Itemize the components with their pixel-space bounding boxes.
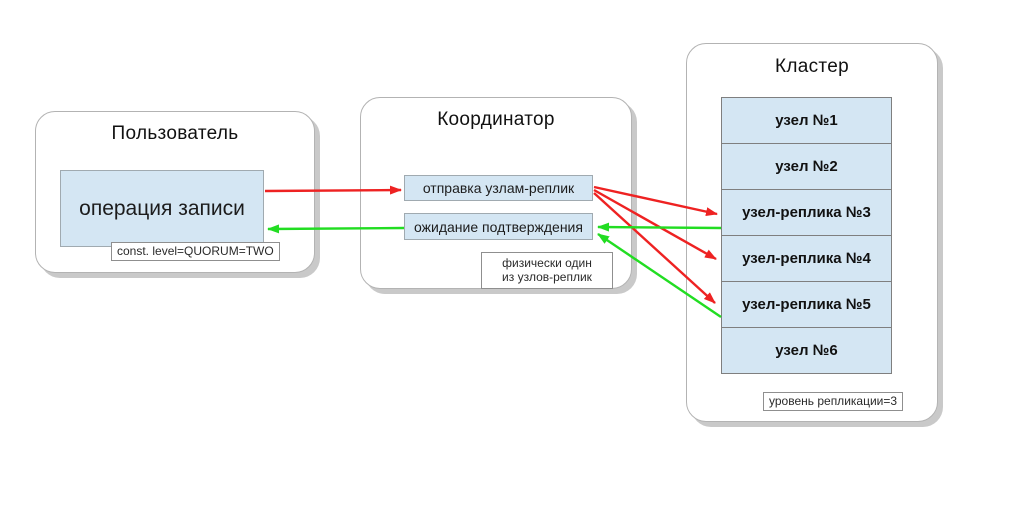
- cluster-node-1-label: узел №1: [775, 112, 838, 129]
- cluster-panel-title: Кластер: [775, 56, 849, 77]
- write-operation-label: операция записи: [79, 196, 245, 220]
- cluster-node-replica-4: узел-реплика №4: [721, 235, 892, 282]
- cluster-node-5-label: узел-реплика №5: [742, 296, 871, 313]
- coordinator-panel-title: Координатор: [437, 109, 555, 130]
- cluster-node-2: узел №2: [721, 143, 892, 190]
- cluster-node-replica-3: узел-реплика №3: [721, 189, 892, 236]
- await-confirmation-box: ожидание подтверждения: [404, 213, 593, 240]
- consistency-level-note: const. level=QUORUM=TWO: [111, 242, 280, 261]
- replication-level-note: уровень репликации=3: [763, 392, 904, 411]
- coordinator-note-line2: из узлов-реплик: [502, 270, 592, 285]
- coordinator-panel: Координатор отправка узлам-реплик ожидан…: [360, 97, 632, 289]
- write-operation-box: операция записи: [60, 170, 264, 247]
- cluster-node-1: узел №1: [721, 97, 892, 144]
- send-to-replicas-box: отправка узлам-реплик: [404, 175, 593, 201]
- cluster-node-replica-5: узел-реплика №5: [721, 281, 892, 328]
- coordinator-note-line1: физически один: [502, 256, 592, 270]
- user-panel: Пользователь операция записи const. leve…: [35, 111, 315, 273]
- cluster-node-4-label: узел-реплика №4: [742, 250, 871, 267]
- cluster-node-6: узел №6: [721, 327, 892, 374]
- cluster-node-stack: узел №1 узел №2 узел-реплика №3 узел-реп…: [721, 97, 892, 374]
- send-to-replicas-label: отправка узлам-реплик: [422, 180, 575, 196]
- await-confirmation-label: ожидание подтверждения: [414, 218, 583, 235]
- cluster-panel: Кластер узел №1 узел №2 узел-реплика №3 …: [686, 43, 938, 422]
- user-panel-title: Пользователь: [111, 123, 239, 144]
- cluster-node-6-label: узел №6: [775, 342, 838, 359]
- cluster-node-2-label: узел №2: [775, 158, 838, 175]
- coordinator-note: физически один из узлов-реплик: [481, 252, 613, 289]
- cluster-node-3-label: узел-реплика №3: [742, 204, 871, 221]
